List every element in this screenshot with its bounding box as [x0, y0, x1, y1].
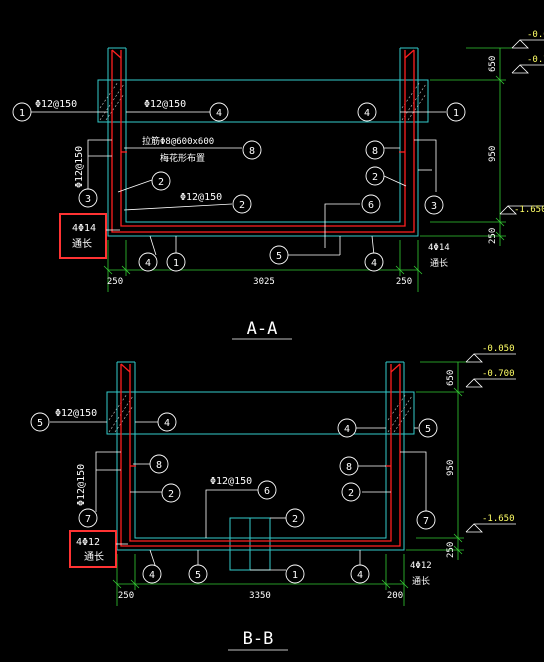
aa-dimension-lines [103, 47, 512, 292]
bb-level-markers [465, 353, 516, 533]
aa-bubble-8-left: 8 [249, 146, 255, 157]
section-aa: 1 4 4 1 8 8 3 2 2 3 2 6 5 4 1 4 Φ12@150 … [12, 30, 544, 340]
bb-bubble-5-bottom: 5 [195, 570, 201, 581]
aa-dimension-text: 250 3025 250 650 950 250 [107, 56, 498, 287]
aa-label-right-long-bar-count: 4Φ14 [428, 243, 450, 253]
bb-label-mid-bar: Φ12@150 [210, 476, 252, 487]
bb-highlight-box [69, 530, 117, 568]
bb-dimension-lines [112, 361, 470, 606]
aa-bubble-3-left: 3 [85, 194, 91, 205]
aa-bubble-8-right: 8 [372, 146, 378, 157]
aa-label-left-vertical-bar: Φ12@150 [74, 146, 85, 188]
aa-label-left-long-bar-word: 通长 [72, 238, 92, 250]
aa-level-bottom: -1.650 [514, 205, 544, 215]
bb-bubble-7-left: 7 [85, 514, 91, 525]
aa-label-top-mid-bar: Φ12@150 [144, 99, 186, 110]
aa-level-top: -0.0 [527, 30, 544, 40]
aa-bubble-1-bottom: 1 [173, 258, 179, 269]
aa-label-left-long-bar-count: 4Φ14 [72, 223, 96, 234]
aa-bubble-2-left: 2 [158, 177, 164, 188]
aa-bubble-1-left: 1 [19, 108, 25, 119]
bb-leaders [50, 421, 427, 571]
bb-dim-left: 250 [118, 591, 134, 601]
bb-section-title: B-B [243, 629, 274, 649]
bb-bubble-7-right: 7 [423, 516, 429, 527]
aa-annotations: Φ12@150 Φ12@150 Φ12@150 Φ12@150 拉筋Φ8@600… [35, 99, 450, 269]
bb-label-left-top-bar: Φ12@150 [55, 408, 97, 419]
aa-section-title: A-A [247, 319, 278, 339]
bb-dim-v-mid: 950 [446, 460, 456, 476]
bb-bubble-5-left: 5 [37, 418, 43, 429]
bb-bubble-4-top: 4 [164, 418, 170, 429]
bb-bubble-1-bottom: 1 [292, 570, 298, 581]
aa-dim-right: 250 [396, 277, 412, 287]
aa-highlight-box [59, 213, 107, 259]
bb-label-left-long-bar-count: 4Φ12 [76, 537, 100, 548]
aa-dim-v-bot: 250 [488, 228, 498, 244]
aa-label-left-top-bar: Φ12@150 [35, 99, 77, 110]
bb-rebar [120, 363, 401, 547]
bb-bubble-4-bottom-right: 4 [357, 570, 363, 581]
aa-level-second: -0.7 [527, 55, 544, 65]
aa-bubbles [12, 102, 466, 272]
bb-level-second: -0.700 [482, 369, 515, 379]
bb-bubbles [30, 412, 438, 584]
bb-dimension-text: 250 3350 200 650 950 250 [118, 370, 456, 601]
aa-bubble-4-bottom-right: 4 [371, 258, 377, 269]
aa-bubble-2-bottom: 2 [239, 200, 245, 211]
aa-bubble-numbers: 1 4 4 1 8 8 3 2 2 3 2 6 5 4 1 4 [19, 108, 459, 269]
bb-bubble-6: 6 [264, 486, 270, 497]
aa-leaders [31, 111, 446, 256]
aa-bubble-5: 5 [276, 251, 282, 262]
aa-level-markers [499, 39, 544, 215]
aa-bubble-4-right: 4 [364, 108, 370, 119]
aa-label-bottom-mid-bar: Φ12@150 [180, 192, 222, 203]
aa-label-right-long-bar-word: 通长 [430, 257, 448, 269]
bb-bubble-2-right: 2 [348, 488, 354, 499]
aa-bubble-1-right: 1 [453, 108, 459, 119]
bb-dim-mid: 3350 [249, 591, 271, 601]
bb-dim-v-top: 650 [446, 370, 456, 386]
bb-dim-v-bot: 250 [446, 542, 456, 558]
aa-bubble-6: 6 [368, 200, 374, 211]
bb-bubble-4-bottom-left: 4 [149, 570, 155, 581]
aa-dim-left: 250 [107, 277, 123, 287]
section-bb: 5 4 4 5 8 8 2 6 2 7 2 7 4 5 1 4 Φ12@150 … [30, 344, 516, 651]
aa-bubble-3-right: 3 [431, 201, 437, 212]
aa-dim-v-top: 650 [488, 56, 498, 72]
bb-bubble-2-left: 2 [168, 489, 174, 500]
bb-bubble-numbers: 5 4 4 5 8 8 2 6 2 7 2 7 4 5 1 4 [37, 418, 431, 581]
aa-level-text: -0.0 -0.7 -1.650 [514, 30, 544, 215]
bb-bubble-5-right: 5 [425, 424, 431, 435]
bb-level-text: -0.050 -0.700 -1.650 [482, 344, 515, 524]
bb-bubble-8-right: 8 [346, 462, 352, 473]
aa-bubble-4-bottom-left: 4 [145, 258, 151, 269]
bb-annotations: Φ12@150 Φ12@150 Φ12@150 4Φ12 通长 [55, 408, 432, 587]
bb-dim-right: 200 [387, 591, 403, 601]
aa-bubble-4-top: 4 [216, 108, 222, 119]
bb-level-bottom: -1.650 [482, 514, 515, 524]
bb-label-left-vertical-bar: Φ12@150 [76, 464, 87, 506]
aa-concrete-outline [97, 47, 429, 237]
aa-dim-mid: 3025 [253, 277, 275, 287]
aa-label-tie-bar-note: 梅花形布置 [160, 152, 205, 164]
bb-label-right-long-bar-count: 4Φ12 [410, 561, 432, 571]
bb-label-left-long-bar-word: 通长 [84, 551, 104, 563]
bb-label-right-long-bar-word: 通长 [412, 575, 430, 587]
aa-rebar [111, 49, 415, 233]
aa-label-tie-bar: 拉筋Φ8@600x600 [142, 135, 214, 147]
bb-bubble-8-left: 8 [156, 460, 162, 471]
aa-bubble-2-right: 2 [372, 172, 378, 183]
bb-bubble-4-right: 4 [344, 424, 350, 435]
bb-level-top: -0.050 [482, 344, 515, 354]
aa-dim-v-mid: 950 [488, 146, 498, 162]
bb-bubble-2-mid: 2 [292, 514, 298, 525]
